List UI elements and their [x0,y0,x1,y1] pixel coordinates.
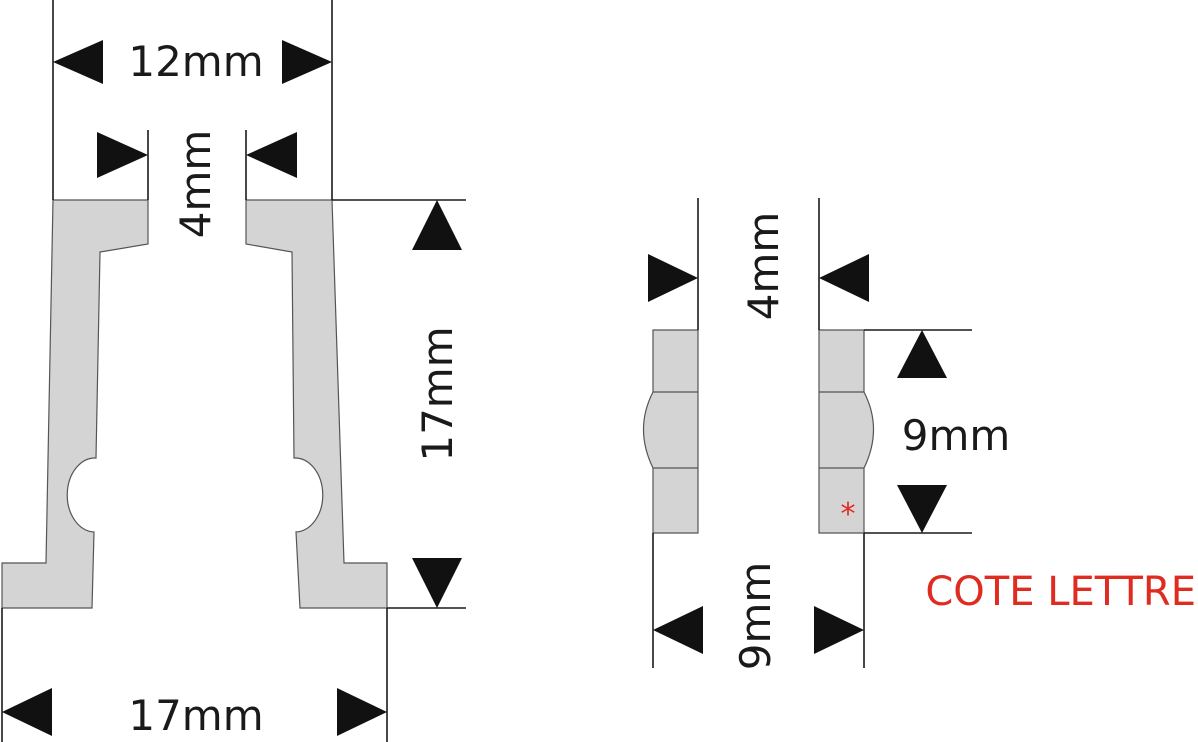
dimension-label-9mm-height: 9mm [902,411,1011,460]
dimension-9mm-width: 9mm [653,562,864,671]
arrow-right-icon [648,254,698,302]
dimension-label-17mm-width: 17mm [128,691,263,740]
arrow-up-icon [412,200,462,250]
dimension-label-17mm-height: 17mm [413,326,462,461]
arrow-right-icon [2,688,52,736]
arrow-left-icon [819,254,869,302]
dimension-17mm-width: 17mm [2,688,387,740]
dimension-4mm-left: 4mm [97,130,297,239]
cote-lettre-note: COTE LETTRE [925,569,1196,615]
dimension-12mm: 12mm [53,37,332,86]
arrow-right-icon [97,132,148,178]
arrow-right-icon [53,40,103,84]
arrow-down-icon [897,485,947,533]
right-profile: * [642,329,875,534]
arrow-down-icon [412,558,462,608]
dimension-label-4mm-left: 4mm [171,130,220,239]
left-profile-right-half [245,199,388,609]
dimension-9mm-height: 9mm [897,330,1010,533]
dimension-label-4mm-right: 4mm [739,212,788,321]
arrow-right-icon [653,606,703,654]
left-extension-lines [1,0,466,742]
arrow-left-icon [282,40,332,84]
dimension-4mm-right: 4mm [648,212,869,321]
right-profile-right-block [818,329,875,534]
dimension-label-12mm: 12mm [128,37,263,86]
arrow-left-icon [246,132,297,178]
right-extension-lines [652,198,972,668]
arrow-left-icon [814,606,864,654]
right-profile-left-block [642,329,699,534]
dimension-17mm-height: 17mm [412,200,462,608]
left-profile [1,199,388,609]
arrow-up-icon [897,330,947,378]
dimension-label-9mm-width: 9mm [731,562,780,671]
asterisk-marker: * [841,497,856,532]
arrow-left-icon [337,688,387,736]
left-profile-left-half [1,199,149,609]
